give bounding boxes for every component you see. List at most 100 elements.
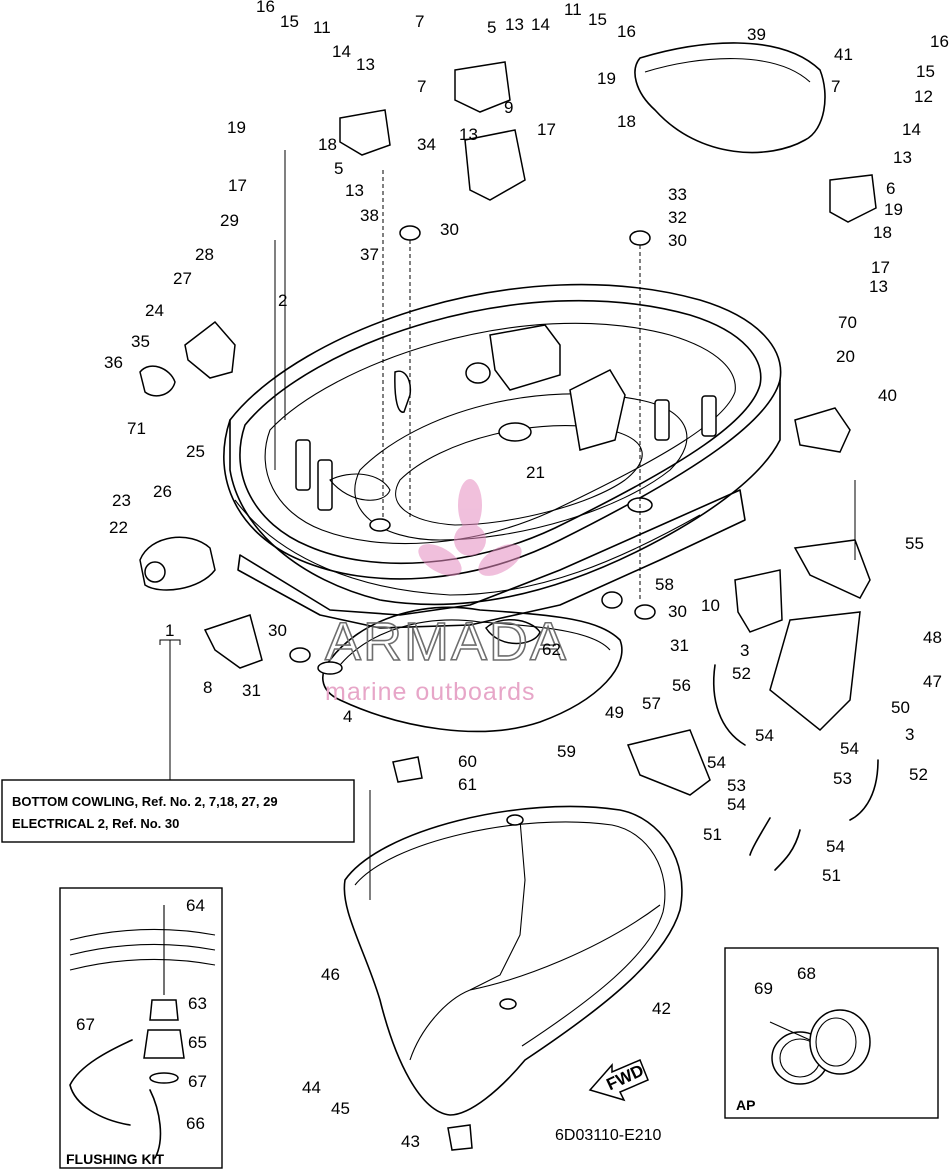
note-line-2: ELECTRICAL 2, Ref. No. 30 (12, 816, 179, 831)
callout-29: 29 (220, 211, 239, 230)
note-box: BOTTOM COWLING, Ref. No. 2, 7,18, 27, 29… (1, 779, 355, 843)
callout-54c: 54 (840, 739, 859, 758)
callout-16a: 16 (256, 0, 275, 16)
callout-48: 48 (923, 628, 942, 647)
callout-23: 23 (112, 491, 131, 510)
callout-42: 42 (652, 999, 671, 1018)
callout-38: 38 (360, 206, 379, 225)
callout-51b: 51 (822, 866, 841, 885)
callout-58: 58 (655, 575, 674, 594)
callout-64: 64 (186, 896, 205, 915)
callout-69: 69 (754, 979, 773, 998)
callout-3a: 3 (740, 641, 749, 660)
callout-54a: 54 (707, 753, 726, 772)
callout-53a: 53 (727, 776, 746, 795)
callout-13b: 13 (505, 15, 524, 34)
callout-18b: 18 (617, 112, 636, 131)
callout-47: 47 (923, 672, 942, 691)
callout-57: 57 (642, 694, 661, 713)
callout-46: 46 (321, 965, 340, 984)
callout-26: 26 (153, 482, 172, 501)
callout-19b: 19 (597, 69, 616, 88)
callout-50: 50 (891, 698, 910, 717)
callout-67b: 67 (188, 1072, 207, 1091)
callout-5a: 5 (487, 18, 496, 37)
callout-7a: 7 (415, 12, 424, 31)
callout-18c: 18 (873, 223, 892, 242)
callout-14b: 14 (531, 15, 550, 34)
callout-62: 62 (542, 640, 561, 659)
callout-43: 43 (401, 1132, 420, 1151)
callout-3b: 3 (905, 725, 914, 744)
callout-6: 6 (886, 179, 895, 198)
callout-56: 56 (672, 676, 691, 695)
callout-11b: 11 (564, 0, 582, 19)
callout-39: 39 (747, 25, 766, 44)
callout-49: 49 (605, 703, 624, 722)
callout-4: 4 (343, 707, 352, 726)
callout-10: 10 (701, 596, 720, 615)
callout-13d: 13 (459, 125, 478, 144)
callout-40: 40 (878, 386, 897, 405)
callout-8: 8 (203, 678, 212, 697)
callout-36: 36 (104, 353, 123, 372)
callout-12: 12 (914, 87, 933, 106)
callout-37: 37 (360, 245, 379, 264)
callout-70: 70 (838, 313, 857, 332)
callout-19c: 19 (884, 200, 903, 219)
callout-2: 2 (278, 291, 287, 310)
callout-33: 33 (668, 185, 687, 204)
callout-65: 65 (188, 1033, 207, 1052)
callout-28: 28 (195, 245, 214, 264)
bottom-cowling-drawing (223, 283, 782, 629)
callout-52a: 52 (732, 664, 751, 683)
callout-15b: 15 (588, 10, 607, 29)
flushing-kit-box: FLUSHING KIT (59, 887, 223, 1169)
callout-41: 41 (834, 45, 853, 64)
callout-30b: 30 (668, 231, 687, 250)
part-callouts: 1 2 3 3 4 5 5 6 7 7 7 8 9 10 11 11 12 13… (76, 0, 949, 1151)
callout-60: 60 (458, 752, 477, 771)
callout-17b: 17 (537, 120, 556, 139)
callout-7c: 7 (831, 77, 840, 96)
callout-16b: 16 (617, 22, 636, 41)
callout-20: 20 (836, 347, 855, 366)
callout-34: 34 (417, 135, 436, 154)
diagram-code: 6D03110-E210 (555, 1127, 662, 1144)
callout-61: 61 (458, 775, 477, 794)
callout-35: 35 (131, 332, 150, 351)
callout-54b: 54 (755, 726, 774, 745)
callout-31b: 31 (670, 636, 689, 655)
callout-15a: 15 (280, 12, 299, 31)
callout-71: 71 (127, 419, 146, 438)
callout-27: 27 (173, 269, 192, 288)
callout-17c: 17 (871, 258, 890, 277)
callout-19a: 19 (227, 118, 246, 137)
apron-drawing (343, 805, 683, 1116)
callout-5b: 5 (334, 159, 343, 178)
callout-14a: 14 (332, 42, 351, 61)
callout-30a: 30 (440, 220, 459, 239)
callout-53b: 53 (833, 769, 852, 788)
propeller-logo (418, 479, 522, 576)
small-parts-drawing (139, 42, 879, 1151)
callout-31a: 31 (242, 681, 261, 700)
callout-13f: 13 (869, 277, 888, 296)
callout-66: 66 (186, 1114, 205, 1133)
armada-watermark: ARMADA marine outboards (324, 479, 568, 706)
callout-44: 44 (302, 1078, 321, 1097)
callout-7b: 7 (417, 77, 426, 96)
ap-box: AP (724, 947, 939, 1119)
callout-67a: 67 (76, 1015, 95, 1034)
fwd-arrow: FWD (588, 1059, 649, 1102)
callout-55: 55 (905, 534, 924, 553)
callout-18a: 18 (318, 135, 337, 154)
watermark-brand: ARMADA (325, 612, 568, 672)
callout-15c: 15 (916, 62, 935, 81)
callout-32: 32 (668, 208, 687, 227)
ap-title: AP (736, 1097, 755, 1113)
flushing-kit-title: FLUSHING KIT (66, 1151, 164, 1167)
callout-25: 25 (186, 442, 205, 461)
callout-54d: 54 (727, 795, 746, 814)
